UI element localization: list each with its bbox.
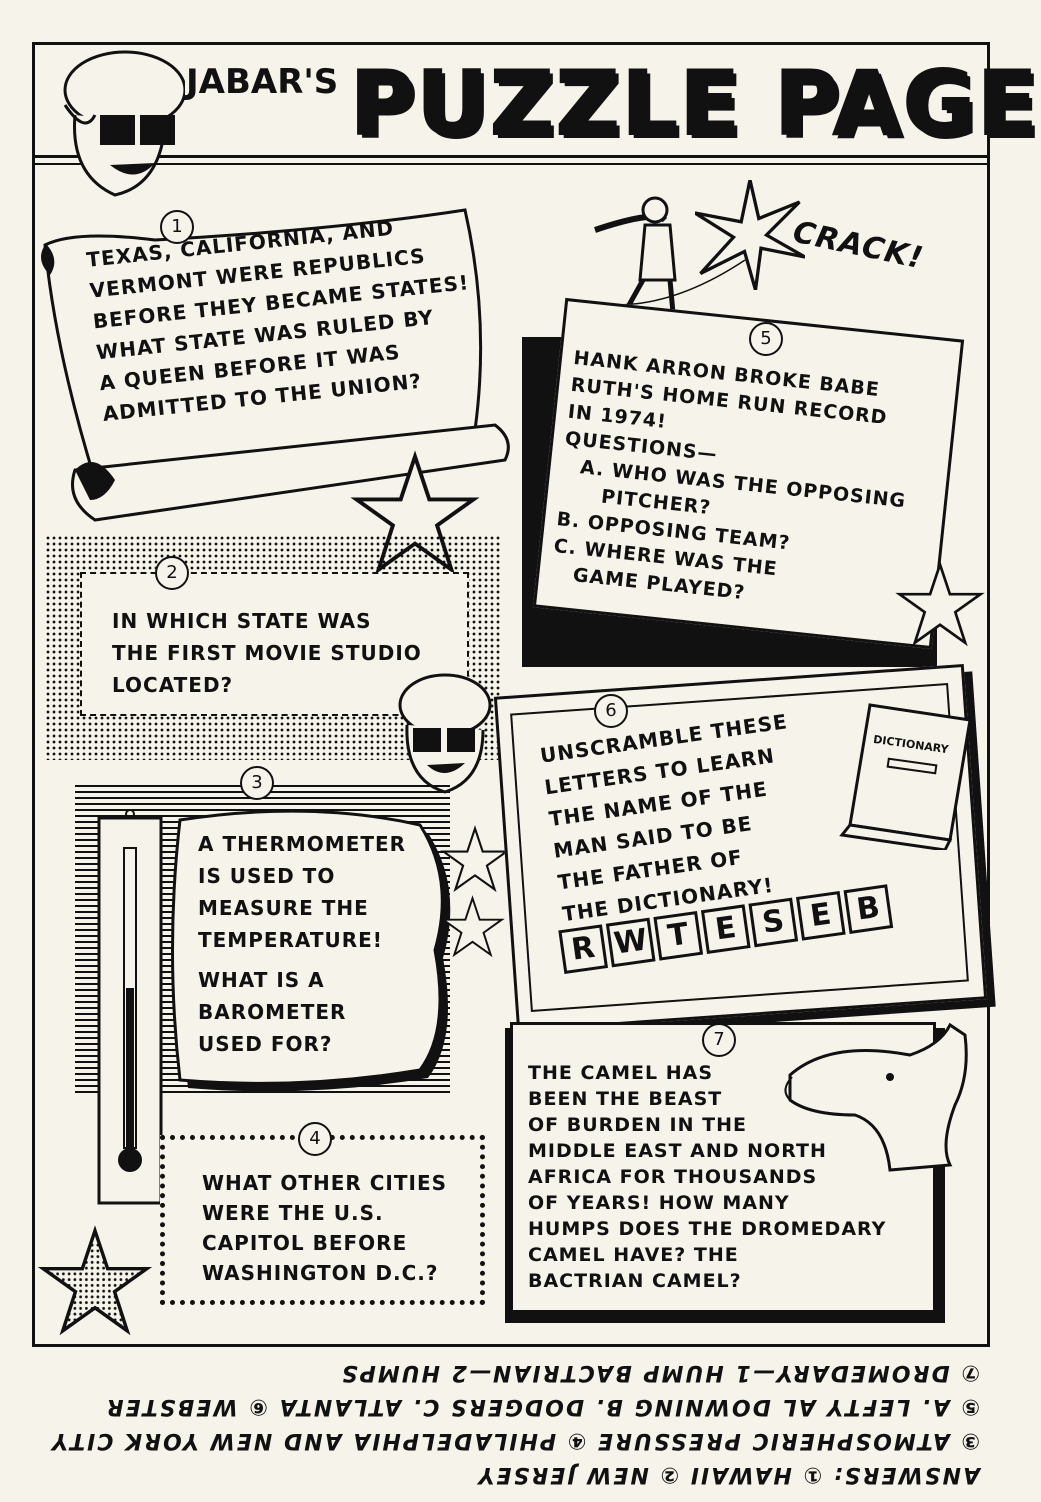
text-line: LOCATED? xyxy=(112,673,234,697)
star-icon xyxy=(37,1225,153,1336)
letter-box: T xyxy=(653,910,704,961)
puzzle-4-number: 4 xyxy=(298,1122,332,1156)
answer-line: ③ ATMOSPHERIC PRESSURE ④ PHILADELPHIA AN… xyxy=(50,1428,980,1453)
jabar-small-face-icon xyxy=(398,673,492,794)
puzzle-5-number: 5 xyxy=(749,322,783,356)
star-icon xyxy=(895,560,985,647)
page-title: PUZZLE PAGE xyxy=(349,51,1040,156)
puzzle-1-number: 1 xyxy=(160,210,194,244)
text-line: WERE THE U.S. xyxy=(202,1201,384,1225)
answer-line: ⑦ DROMEDARY—1 HUMP BACTRIAN—2 HUMPS xyxy=(339,1360,980,1385)
letter-box: E xyxy=(795,890,846,941)
text-line: BEEN THE BEAST xyxy=(528,1088,723,1110)
text-line: OF YEARS! HOW MANY xyxy=(528,1192,790,1214)
letter-box: B xyxy=(843,884,894,934)
text-line: AFRICA FOR THOUSANDS xyxy=(528,1166,818,1188)
jabar-face-icon xyxy=(63,50,185,197)
crack-burst-icon xyxy=(695,180,805,290)
text-line: CAMEL HAVE? THE xyxy=(528,1244,739,1266)
text-line: THE CAMEL HAS xyxy=(528,1062,714,1084)
text-line: IN WHICH STATE WAS xyxy=(112,609,372,633)
baseball-batter-icon xyxy=(575,196,746,336)
text-line: MEASURE THE xyxy=(198,896,369,920)
letter-box: E xyxy=(700,904,751,954)
text-line: A THERMOMETER xyxy=(198,832,407,856)
puzzle-3-number: 3 xyxy=(240,766,274,800)
text-line: THE FIRST MOVIE STUDIO xyxy=(112,641,422,665)
star-icon xyxy=(440,825,510,893)
text-line: USED FOR? xyxy=(198,1032,333,1056)
puzzle-7-text: THE CAMEL HAS BEEN THE BEAST OF BURDEN I… xyxy=(528,1060,928,1294)
text-line: HUMPS DOES THE DROMEDARY xyxy=(528,1218,887,1240)
scroll-shape xyxy=(41,208,510,522)
dictionary-book-icon xyxy=(839,703,972,850)
puzzle-5-text: HANK ARRON BROKE BABE RUTH'S HOME RUN RE… xyxy=(550,345,933,624)
puzzle-6-number: 6 xyxy=(594,694,628,728)
letter-box: S xyxy=(748,897,799,948)
puzzle-4-text: WHAT OTHER CITIES WERE THE U.S. CAPITOL … xyxy=(202,1168,492,1288)
header-divider xyxy=(32,155,990,165)
text-line: WHAT IS A xyxy=(198,968,325,992)
thermometer-icon xyxy=(97,809,163,1205)
puzzle-7-number: 7 xyxy=(702,1023,736,1057)
answer-line: ANSWERS: ① HAWAII ② NEW JERSEY xyxy=(476,1462,981,1487)
puzzle-3-cloud xyxy=(171,809,451,1092)
puzzle-3-text: A THERMOMETER IS USED TO MEASURE THE TEM… xyxy=(198,828,438,1060)
camel-head-icon xyxy=(784,1022,968,1172)
puzzle-2-number: 2 xyxy=(155,556,189,590)
text-line: TEMPERATURE! xyxy=(198,928,383,952)
jabars-label: JABAR'S xyxy=(186,62,339,102)
page-frame xyxy=(32,42,990,1347)
text-line: WHAT OTHER CITIES xyxy=(202,1171,448,1195)
letter-box: R xyxy=(558,924,609,975)
text-line: WASHINGTON D.C.? xyxy=(202,1261,439,1285)
puzzle-2-text: IN WHICH STATE WAS THE FIRST MOVIE STUDI… xyxy=(112,605,462,701)
star-icon xyxy=(440,895,505,958)
text-line: CAPITOL BEFORE xyxy=(202,1231,408,1255)
answers-block: ANSWERS: ① HAWAII ② NEW JERSEY ③ ATMOSPH… xyxy=(50,1355,981,1491)
answer-line: ⑤ A. LEFTY AL DOWNING B. DODGERS C. ATLA… xyxy=(104,1394,980,1419)
text-line: MIDDLE EAST AND NORTH xyxy=(528,1140,827,1162)
text-line: IS USED TO xyxy=(198,864,336,888)
text-line: BAROMETER xyxy=(198,1000,347,1024)
text-line: BACTRIAN CAMEL? xyxy=(528,1270,742,1292)
letter-box: W xyxy=(605,917,656,968)
text-line: OF BURDEN IN THE xyxy=(528,1114,747,1136)
